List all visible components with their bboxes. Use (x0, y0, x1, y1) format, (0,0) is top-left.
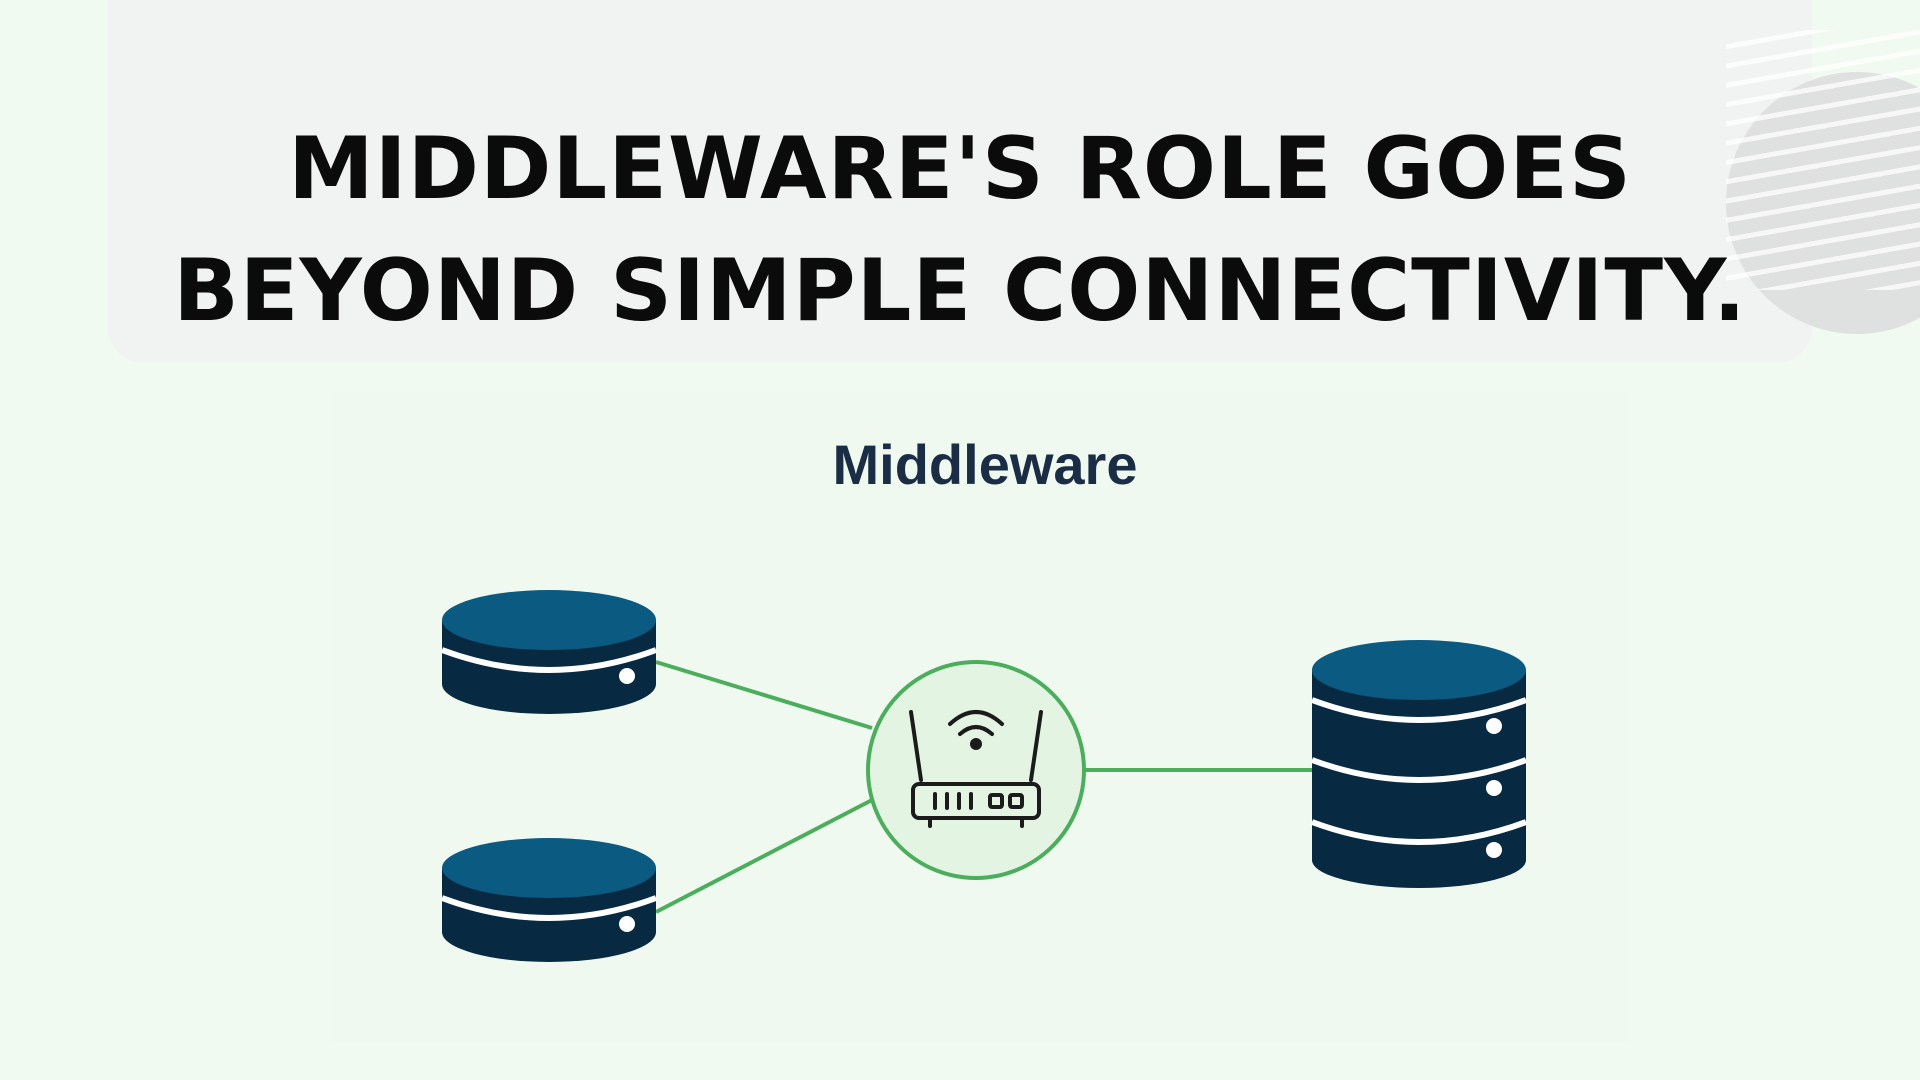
database-icon-bottom-left (440, 838, 658, 962)
database-icon-right (1310, 640, 1528, 888)
headline-panel (108, 0, 1812, 362)
diagram-title: Middleware (832, 433, 1138, 496)
link-top-left-to-router (655, 660, 873, 730)
router-node (866, 660, 1086, 880)
headline-line-2: BEYOND SIMPLE CONNECTIVITY. (173, 241, 1747, 341)
database-icon-top-left (440, 590, 658, 714)
decorative-stripes (1726, 30, 1920, 290)
wifi-router-icon (909, 710, 1043, 828)
link-bottom-left-to-router (655, 798, 873, 914)
headline: MIDDLEWARE'S ROLE GOES BEYOND SIMPLE CON… (108, 108, 1812, 352)
headline-line-1: MIDDLEWARE'S ROLE GOES (288, 119, 1632, 219)
